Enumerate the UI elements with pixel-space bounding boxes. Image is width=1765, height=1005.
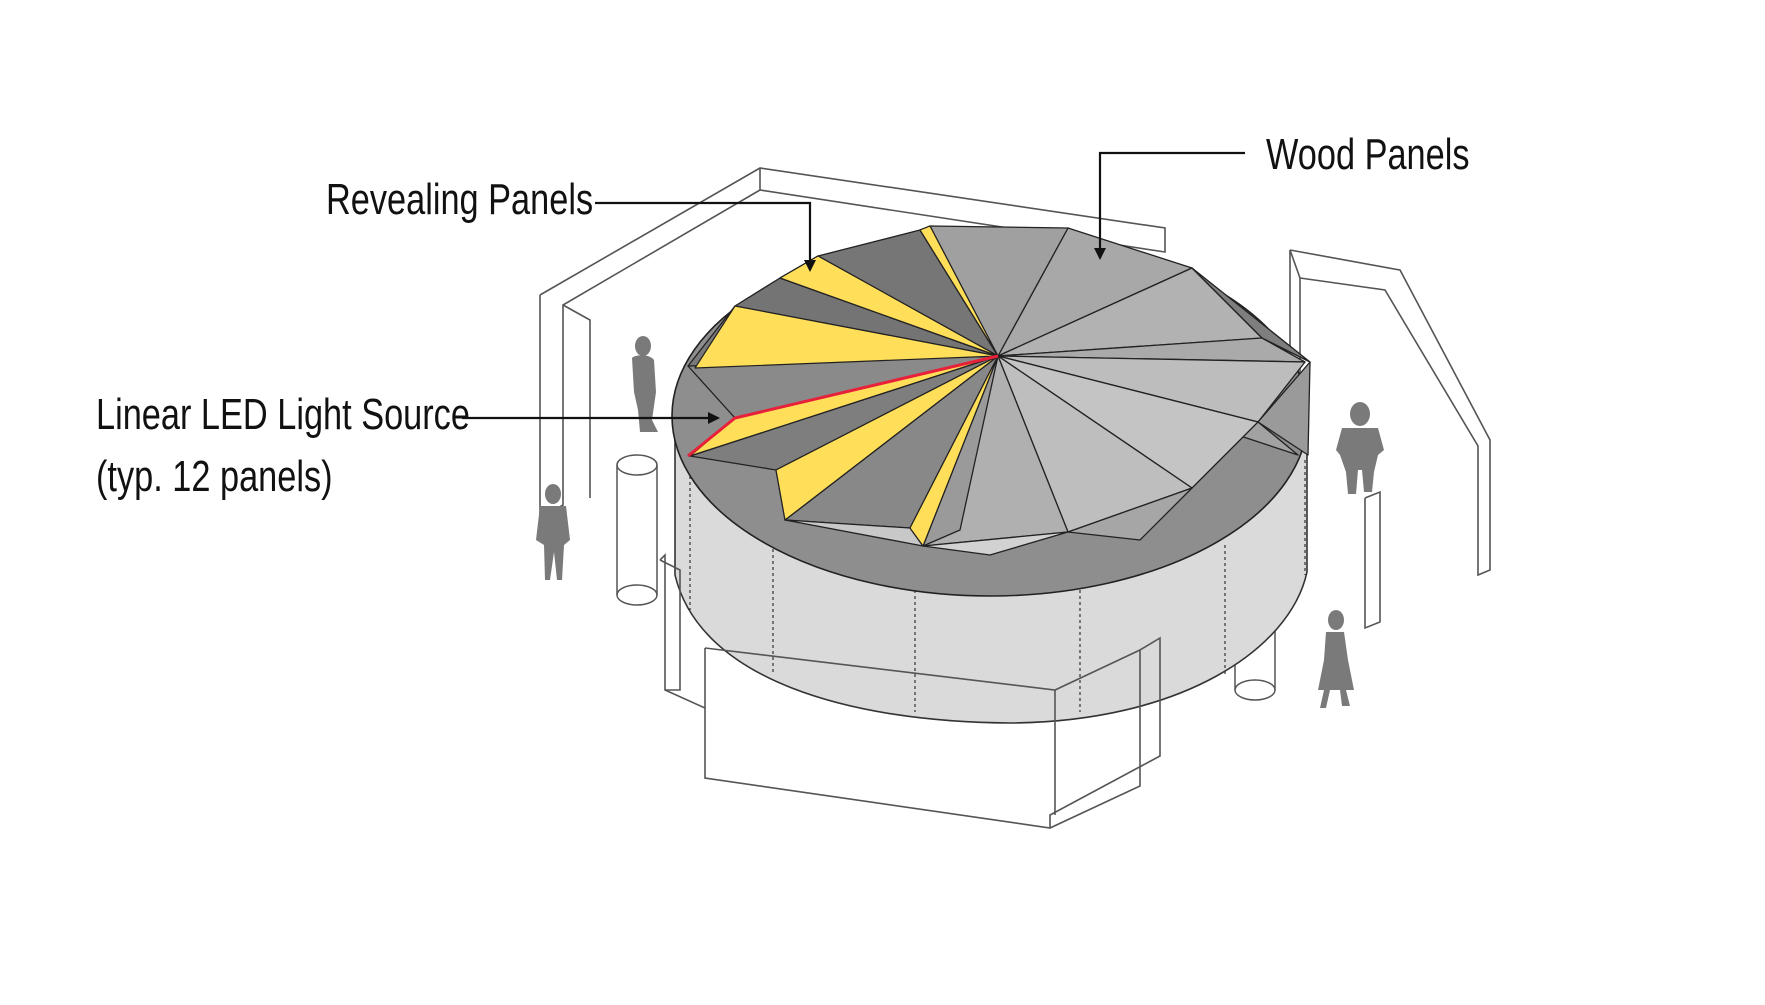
drum-seams <box>689 458 1306 712</box>
column-left <box>616 454 658 606</box>
wood-panels-label: Wood Panels <box>1266 130 1470 179</box>
person-1 <box>632 336 658 432</box>
person-silhouette-icon <box>1328 610 1344 630</box>
wood-panel <box>1067 487 1193 541</box>
revealing-panel <box>919 225 999 357</box>
led-label-line2: (typ. 12 panels) <box>96 452 333 501</box>
revealing-panel <box>694 305 999 369</box>
revealing-panels-label: Revealing Panels <box>326 175 594 224</box>
person-silhouette-icon <box>545 484 561 504</box>
linear-led-line <box>687 354 999 458</box>
revealing-panel <box>909 355 999 547</box>
front-wall <box>659 553 1161 829</box>
person-silhouette-icon <box>635 336 651 356</box>
revealing-panel <box>779 255 999 357</box>
person-2 <box>536 484 570 580</box>
wood-panel <box>922 531 1069 556</box>
person-silhouette-icon <box>1350 402 1370 426</box>
right-wall <box>1289 249 1491 630</box>
wood-panel <box>1257 361 1311 456</box>
revealing-panels-leader <box>595 201 816 272</box>
wood-panels-leader <box>1094 151 1245 260</box>
person-3 <box>1336 402 1384 494</box>
revealing-panel <box>775 355 999 521</box>
wood-panel <box>1191 267 1311 363</box>
person-4 <box>1318 610 1354 708</box>
revealing-panels <box>689 225 999 547</box>
led-label-line1: Linear LED Light Source <box>96 390 470 439</box>
